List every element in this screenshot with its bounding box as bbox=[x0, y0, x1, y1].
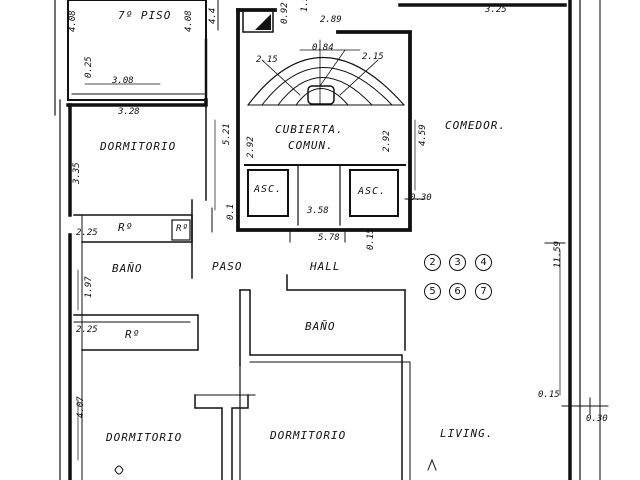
room-label-paso: PASO bbox=[212, 260, 243, 273]
room-label-bano-center: BAÑO bbox=[305, 320, 336, 333]
elevator-label-left: ASC. bbox=[254, 184, 283, 195]
dim-521: 5.21 bbox=[222, 123, 232, 145]
unit-circle-5: 5 bbox=[424, 283, 441, 300]
dim-092: 0.92 bbox=[280, 2, 290, 24]
room-label-r2: Rº bbox=[125, 328, 141, 341]
dim-289: 2.89 bbox=[320, 15, 342, 25]
room-label-hall: HALL bbox=[310, 260, 341, 273]
room-label-r-small: Rº bbox=[176, 224, 189, 234]
dim-408-left: 4.08 bbox=[68, 10, 78, 32]
room-label-comun: COMUN. bbox=[288, 139, 334, 152]
room-label-comedor: COMEDOR. bbox=[445, 119, 506, 132]
dim-197: 1.97 bbox=[84, 276, 94, 298]
unit-circle-4: 4 bbox=[475, 254, 492, 271]
dim-459: 4.59 bbox=[418, 124, 428, 146]
room-label-dormitorio-top: DORMITORIO bbox=[100, 140, 177, 153]
dim-358: 3.58 bbox=[307, 206, 329, 216]
unit-circle-2: 2 bbox=[424, 254, 441, 271]
room-label-bano-left: BAÑO bbox=[112, 262, 143, 275]
dim-084: 0.84 bbox=[312, 43, 334, 53]
dim-01: 0.1 bbox=[226, 203, 236, 220]
floor-label: 7º PISO bbox=[118, 9, 172, 22]
dim-030-right: 0.30 bbox=[586, 414, 608, 424]
dim-15: 1.5 bbox=[300, 0, 310, 12]
dim-407: 4.07 bbox=[76, 396, 86, 418]
dim-308: 3.08 bbox=[112, 76, 134, 86]
dim-015: 0.15 bbox=[366, 228, 376, 250]
unit-circle-7: 7 bbox=[475, 283, 492, 300]
dim-215-left: 2.15 bbox=[256, 55, 278, 65]
dim-030: 0.30 bbox=[410, 193, 432, 203]
dim-015-right: 0.15 bbox=[538, 390, 560, 400]
room-label-dormitorio-bottom-left: DORMITORIO bbox=[106, 431, 183, 444]
dim-335: 3.35 bbox=[72, 162, 82, 184]
elevator-label-right: ASC. bbox=[358, 186, 387, 197]
dim-225-top: 2.25 bbox=[76, 228, 98, 238]
dim-408-right: 4.08 bbox=[184, 10, 194, 32]
dim-44: 4.4 bbox=[208, 7, 218, 24]
room-label-dormitorio-bottom-center: DORMITORIO bbox=[270, 429, 347, 442]
unit-circle-3: 3 bbox=[449, 254, 466, 271]
room-label-living: LIVING. bbox=[440, 427, 494, 440]
dim-025: 0.25 bbox=[84, 56, 94, 78]
dim-328: 3.28 bbox=[118, 107, 140, 117]
dim-292-left: 2.92 bbox=[246, 136, 256, 158]
dim-215-right: 2.15 bbox=[362, 52, 384, 62]
dim-578: 5.78 bbox=[318, 233, 340, 243]
dim-292-right: 2.92 bbox=[382, 130, 392, 152]
dim-325: 3.25 bbox=[485, 5, 507, 15]
room-label-r1: Rº bbox=[118, 221, 134, 234]
unit-circle-6: 6 bbox=[449, 283, 466, 300]
dim-225-bottom: 2.25 bbox=[76, 325, 98, 335]
room-label-cubierta: CUBIERTA. bbox=[275, 123, 344, 136]
dim-1159: 11.59 bbox=[553, 240, 563, 268]
